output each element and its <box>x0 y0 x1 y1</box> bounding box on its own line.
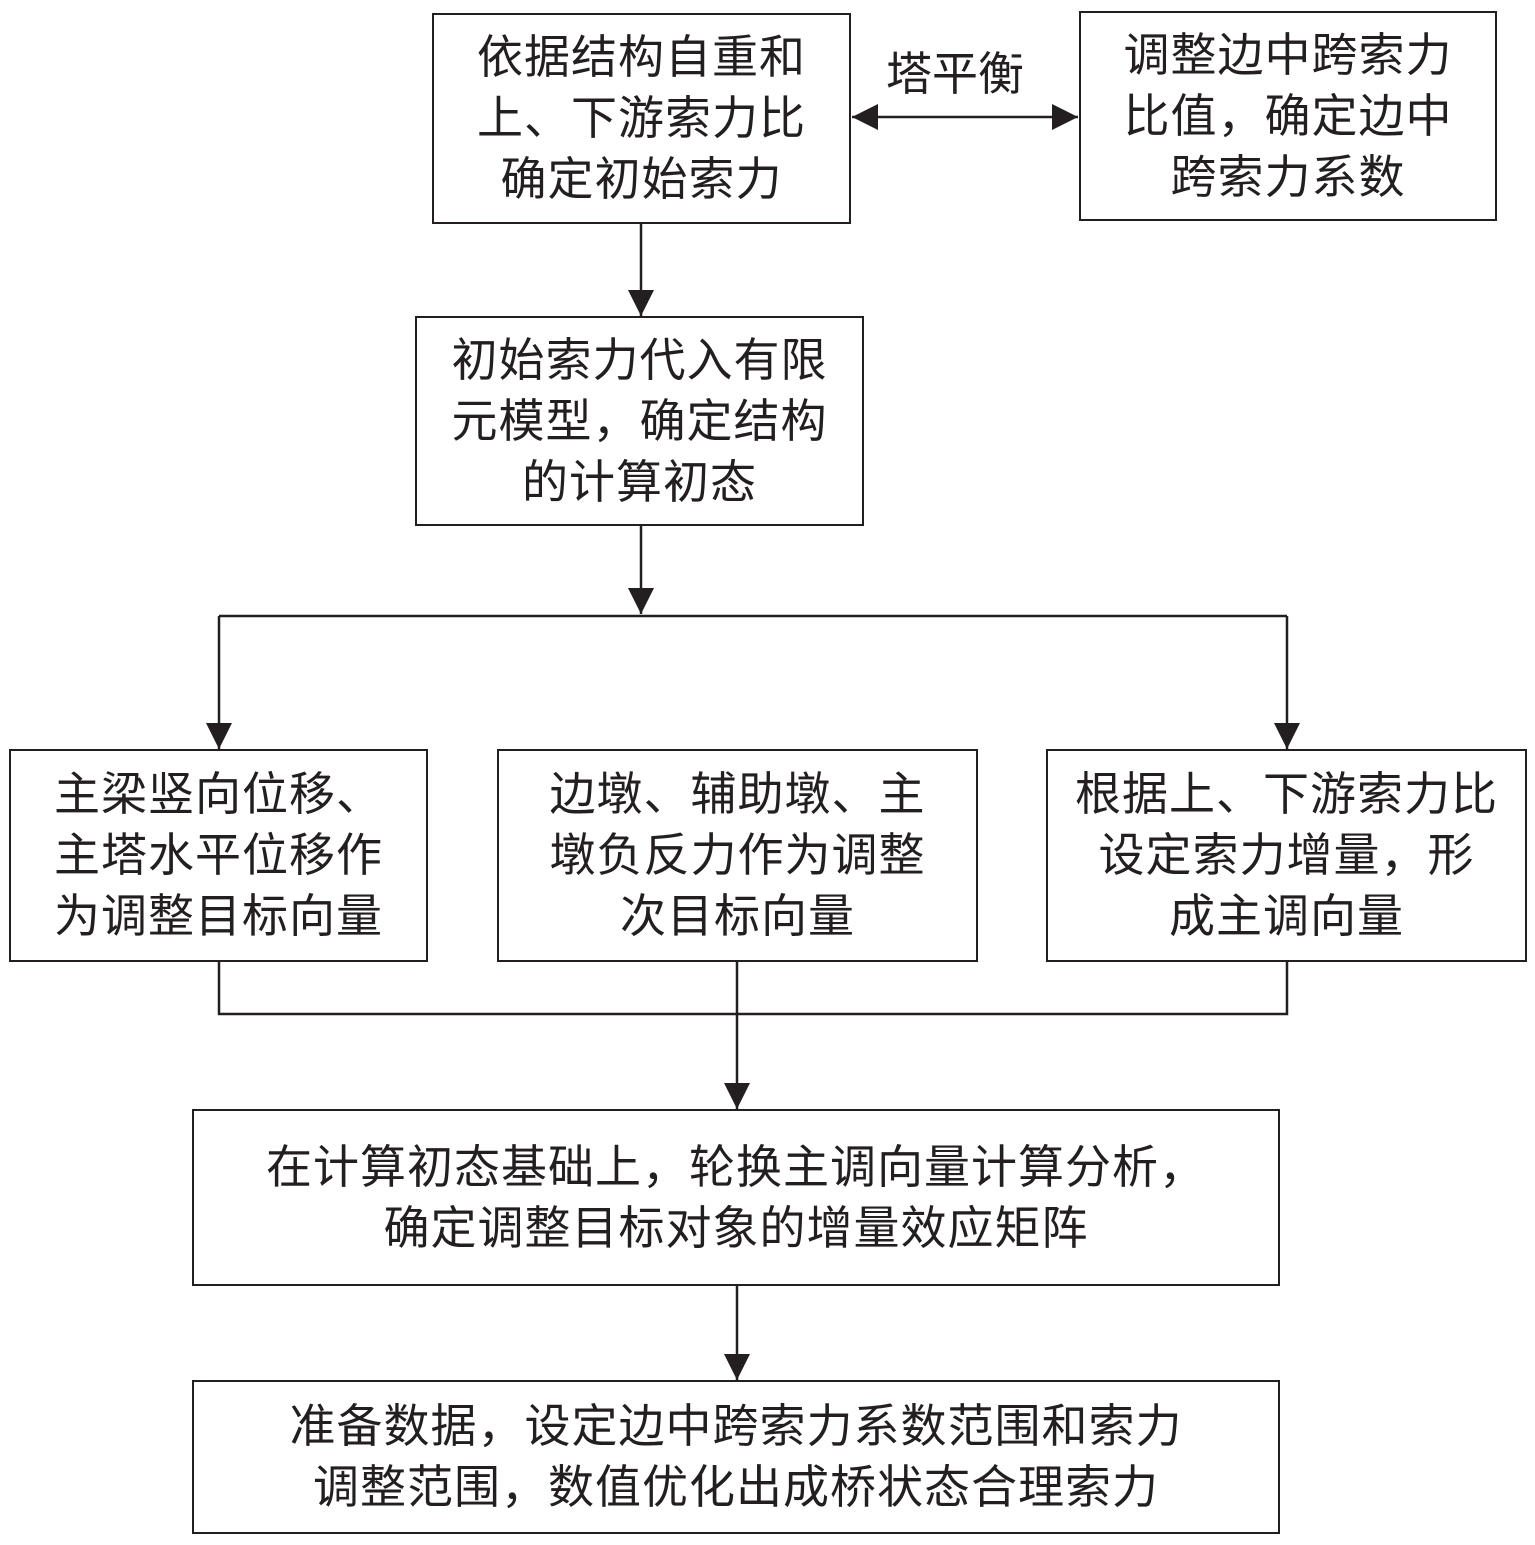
target-vector-line-1: 主梁竖向位移、 <box>54 767 383 821</box>
target-vector-line-3: 为调整目标向量 <box>54 889 383 943</box>
influence-matrix-box: 在计算初态基础上，轮换主调向量计算分析， 确定调整目标对象的增量效应矩阵 <box>192 1109 1280 1286</box>
main-vector-line-1: 根据上、下游索力比 <box>1075 767 1498 821</box>
span-ratio-box: 调整边中跨索力 比值，确定边中 跨索力系数 <box>1079 11 1497 221</box>
secondary-vector-line-3: 次目标向量 <box>620 889 855 943</box>
main-vector-line-3: 成主调向量 <box>1169 889 1404 943</box>
secondary-vector-box: 边墩、辅助墩、主 墩负反力作为调整 次目标向量 <box>497 749 978 962</box>
fe-model-box: 初始索力代入有限 元模型，确定结构 的计算初态 <box>415 316 864 526</box>
merge-bar <box>217 962 1289 1016</box>
fe-model-line-2: 元模型，确定结构 <box>451 393 828 448</box>
main-vector-box: 根据上、下游索力比 设定索力增量，形 成主调向量 <box>1046 749 1527 962</box>
target-vector-box: 主梁竖向位移、 主塔水平位移作 为调整目标向量 <box>9 749 428 962</box>
fe-model-line-1: 初始索力代入有限 <box>451 332 828 387</box>
target-vector-line-2: 主塔水平位移作 <box>54 828 383 882</box>
span-ratio-line-3: 跨索力系数 <box>1170 149 1406 204</box>
optimize-box: 准备数据，设定边中跨索力系数范围和索力 调整范围，数值优化出成桥状态合理索力 <box>192 1380 1280 1534</box>
secondary-vector-line-1: 边墩、辅助墩、主 <box>549 767 926 821</box>
secondary-vector-line-2: 墩负反力作为调整 <box>549 828 926 882</box>
optimize-line-1: 准备数据，设定边中跨索力系数范围和索力 <box>289 1399 1183 1453</box>
influence-matrix-line-2: 确定调整目标对象的增量效应矩阵 <box>383 1200 1089 1255</box>
span-ratio-line-1: 调整边中跨索力 <box>1123 27 1453 82</box>
initial-force-box: 依据结构自重和 上、下游索力比 确定初始索力 <box>432 13 851 224</box>
optimize-line-2: 调整范围，数值优化出成桥状态合理索力 <box>313 1460 1159 1514</box>
span-ratio-line-2: 比值，确定边中 <box>1123 88 1453 143</box>
tower-balance-label: 塔平衡 <box>886 47 1024 101</box>
initial-force-line-3: 确定初始索力 <box>500 152 783 206</box>
initial-force-line-1: 依据结构自重和 <box>477 30 806 84</box>
influence-matrix-line-1: 在计算初态基础上，轮换主调向量计算分析， <box>266 1139 1206 1194</box>
initial-force-line-2: 上、下游索力比 <box>477 91 806 145</box>
fe-model-line-3: 的计算初态 <box>522 454 757 509</box>
main-vector-line-2: 设定索力增量，形 <box>1098 828 1475 882</box>
